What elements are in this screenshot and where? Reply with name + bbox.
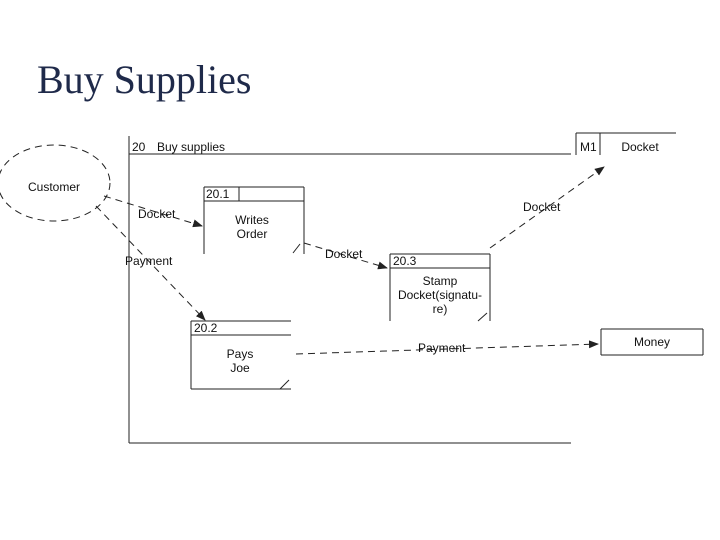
process-label-line: Writes xyxy=(235,213,269,227)
process-label-line: Joe xyxy=(230,361,250,375)
process-label-line: Docket(signatu- xyxy=(398,288,482,302)
data-store-label: Money xyxy=(634,335,670,349)
process-label-line: Stamp xyxy=(423,274,458,288)
process-20-1: 20.1 Writes Order xyxy=(203,186,305,254)
customer-entity: Customer xyxy=(0,144,111,222)
flow-label: Docket xyxy=(523,200,561,214)
data-store-docket: M1 Docket xyxy=(575,132,676,155)
process-label-line: Pays xyxy=(227,347,254,361)
process-label-line: re) xyxy=(433,302,448,316)
data-store-id: M1 xyxy=(580,140,597,154)
flow-stamp-to-store: Docket xyxy=(489,166,605,249)
slide-title: Buy Supplies xyxy=(37,57,252,102)
process-20-3: 20.3 Stamp Docket(signatu- re) xyxy=(389,253,491,321)
data-store-label: Docket xyxy=(621,140,659,154)
process-id: 20.2 xyxy=(194,321,218,335)
flow-pays-to-money: Payment xyxy=(295,340,599,355)
customer-label: Customer xyxy=(28,180,80,194)
process-20-2: 20.2 Pays Joe xyxy=(190,320,291,390)
flow-label: Payment xyxy=(418,341,466,355)
frame-id: 20 xyxy=(132,140,146,154)
process-id: 20.3 xyxy=(393,254,417,268)
flow-customer-to-writes: Docket xyxy=(103,195,203,228)
data-store-money: Money xyxy=(600,328,704,356)
process-label-line: Order xyxy=(237,227,268,241)
flow-customer-to-pays: Payment xyxy=(95,205,206,321)
process-id: 20.1 xyxy=(206,187,230,201)
flow-writes-to-stamp: Docket xyxy=(303,242,388,270)
process-frame: 20 Buy supplies xyxy=(128,136,571,444)
frame-label: Buy supplies xyxy=(157,140,225,154)
flow-label: Docket xyxy=(138,207,176,221)
flow-label: Docket xyxy=(325,247,363,261)
process-corner-marks xyxy=(279,243,488,390)
flow-label: Payment xyxy=(125,254,173,268)
